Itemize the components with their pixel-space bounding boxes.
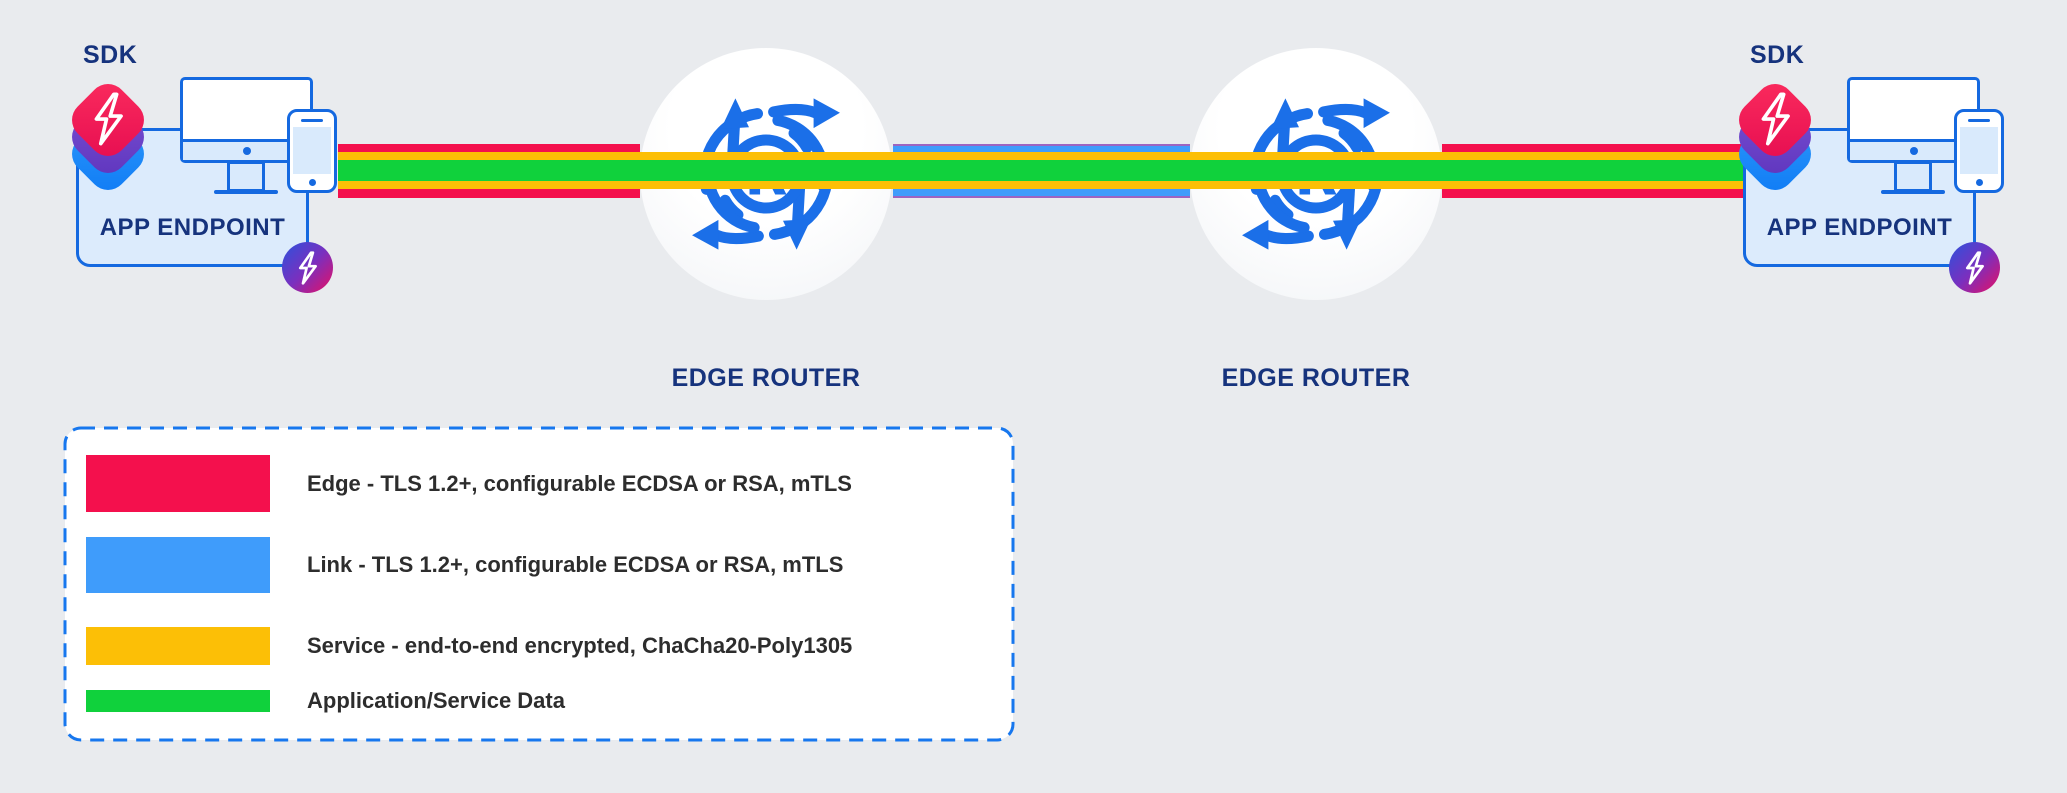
app-endpoint-label: APP ENDPOINT [1766, 214, 1953, 241]
lightning-bolt-icon [298, 251, 317, 285]
legend: Edge - TLS 1.2+, configurable ECDSA or R… [63, 426, 1015, 742]
monitor-stand [1894, 161, 1932, 192]
phone-screen [293, 127, 331, 174]
lightning-bolt-icon [94, 92, 123, 146]
sdk-label: SDK [1750, 41, 1805, 69]
monitor-base [214, 190, 278, 194]
edge-router-left: R EDGE ROUTER [640, 48, 892, 392]
phone-icon [287, 109, 337, 193]
stripe-overlap-top [893, 144, 1190, 146]
legend-dashed-border [63, 426, 1015, 742]
phone-home-button [308, 179, 316, 186]
monitor-dot [1909, 147, 1918, 155]
monitor-bezel [1850, 139, 1977, 160]
legend-label-edge: Edge - TLS 1.2+, configurable ECDSA or R… [307, 470, 852, 496]
sdk-label: SDK [83, 41, 138, 69]
phone-speaker [301, 119, 323, 122]
stripe-edge-top-left [338, 144, 640, 152]
stripe-overlap-bottom [893, 196, 1190, 198]
ziti-badge-icon [1949, 242, 2000, 293]
stripe-link-top [893, 146, 1190, 152]
edge-router-label: EDGE ROUTER [1221, 364, 1411, 392]
phone-speaker [1968, 119, 1990, 122]
legend-label-data: Application/Service Data [307, 688, 565, 713]
monitor-dot [242, 147, 251, 155]
app-endpoint-left: SDK APP ENDPOINT [0, 0, 380, 320]
svg-text:R: R [744, 143, 787, 208]
lightning-bolt-icon [1761, 92, 1790, 146]
legend-label-service: Service - end-to-end encrypted, ChaCha20… [307, 633, 853, 658]
phone-home-button [1975, 179, 1983, 186]
legend-label-link: Link - TLS 1.2+, configurable ECDSA or R… [307, 552, 844, 577]
phone-icon [1954, 109, 2004, 193]
edge-router-right: R EDGE ROUTER [1190, 48, 1442, 392]
ziti-badge-icon [282, 242, 333, 293]
monitor-stand [227, 161, 265, 192]
svg-text:R: R [1294, 143, 1337, 208]
monitor-base [1881, 190, 1945, 194]
stripe-edge-bottom-right [1442, 189, 1743, 198]
stripe-edge-top-right [1442, 144, 1743, 152]
edge-router-icon: R [681, 98, 840, 259]
monitor-bezel [183, 139, 310, 160]
legend-swatch-edge [86, 455, 270, 512]
edge-router-icon: R [1231, 98, 1390, 259]
edge-router-label: EDGE ROUTER [671, 364, 861, 392]
app-endpoint-right: SDK APP ENDPOINT [1667, 0, 2047, 320]
stripe-link-bottom [893, 189, 1190, 196]
legend-swatch-data [86, 690, 270, 712]
lightning-bolt-icon [1965, 251, 1984, 285]
legend-swatch-link [86, 537, 270, 593]
stripe-edge-bottom-left [338, 189, 640, 198]
legend-swatch-service [86, 627, 270, 665]
app-endpoint-label: APP ENDPOINT [99, 214, 286, 241]
phone-screen [1960, 127, 1998, 174]
